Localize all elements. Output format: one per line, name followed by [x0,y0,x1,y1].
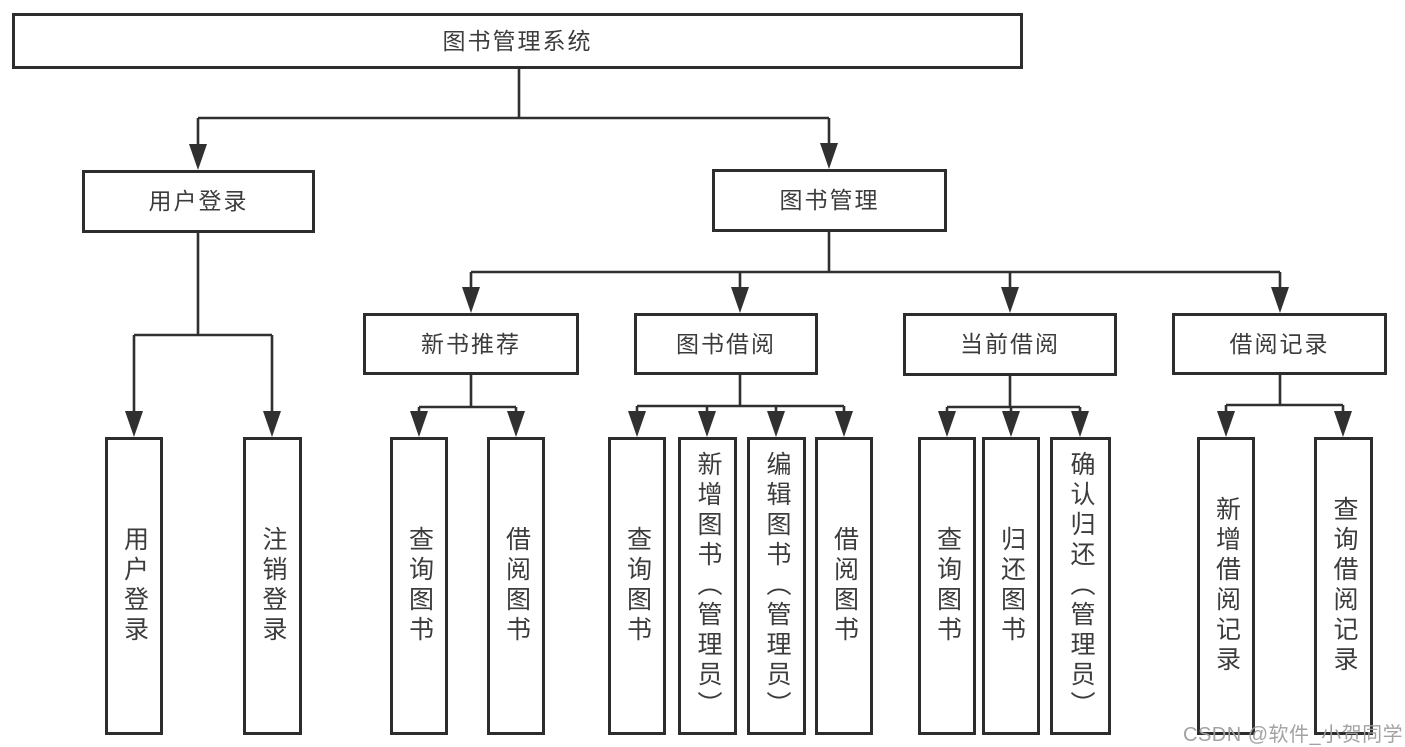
leaf-logout: 注销登录 [243,437,302,735]
leaf-return-books: 归还图书 [982,437,1040,735]
leaf-borrow-books-borrowing: 借阅图书 [815,437,873,735]
node-borrow-records: 借阅记录 [1172,313,1387,375]
leaf-query-books-recommend: 查询图书 [390,437,448,735]
leaf-user-login: 用户登录 [105,437,163,735]
leaf-query-books-borrowing: 查询图书 [608,437,666,735]
node-root: 图书管理系统 [12,13,1023,69]
node-user-login: 用户登录 [82,170,315,233]
leaf-confirm-return-admin: 确认归还（管理员） [1050,437,1111,735]
leaf-borrow-books-recommend: 借阅图书 [487,437,545,735]
leaf-query-borrow-record: 查询借阅记录 [1314,437,1373,735]
node-current-borrowing: 当前借阅 [903,313,1117,376]
csdn-watermark: CSDN @软件_小贺同学 [1183,724,1404,746]
leaf-add-borrow-record: 新增借阅记录 [1197,437,1255,735]
node-book-borrowing: 图书借阅 [634,313,818,375]
leaf-add-book-admin: 新增图书（管理员） [678,437,737,735]
node-book-management: 图书管理 [712,169,947,232]
node-new-book-recommend: 新书推荐 [363,313,579,375]
leaf-query-books-current: 查询图书 [918,437,976,735]
leaf-edit-book-admin: 编辑图书（管理员） [747,437,806,735]
